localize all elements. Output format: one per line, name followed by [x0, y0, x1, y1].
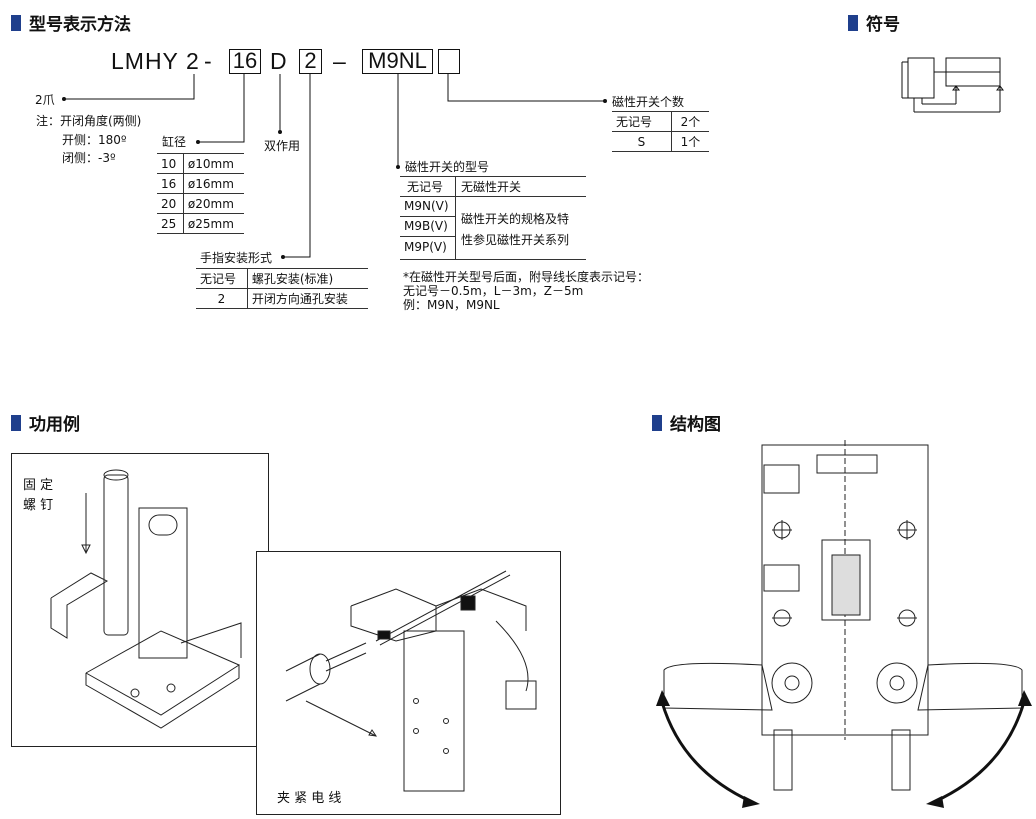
- section-title-structure: 结构图: [652, 410, 721, 435]
- model-code-dash: -: [204, 48, 212, 74]
- bore-value: ø10mm: [182, 153, 244, 174]
- model-code-bore-box: 16: [229, 49, 261, 74]
- section-marker: [11, 414, 21, 431]
- usage-label-1: 固 定: [23, 478, 54, 493]
- section-marker: [11, 14, 21, 31]
- bore-code: 16: [157, 173, 184, 194]
- switch-value: 无磁性开关: [461, 180, 522, 194]
- bore-value: ø20mm: [182, 193, 244, 214]
- bore-value: ø16mm: [182, 173, 244, 194]
- section-title-model: 型号表示方法: [11, 10, 131, 35]
- wire-clamp-illustration: [285, 570, 537, 792]
- count-table-title: 磁性开关个数: [612, 95, 685, 109]
- mount-value: 螺孔安装(标准): [246, 268, 368, 289]
- model-code-count-box: [438, 49, 460, 74]
- section-marker: [652, 414, 662, 431]
- model-code-prefix: LMHY: [111, 48, 179, 74]
- mount-table-title: 手指安装形式: [200, 251, 273, 265]
- switch-note-1: *在磁性开关型号后面，附导线长度表示记号：: [403, 270, 650, 284]
- action-label: 双作用: [264, 139, 301, 153]
- switch-code: M9P(V): [404, 240, 447, 254]
- bore-code: 10: [157, 153, 184, 174]
- switch-note-3: 例：M9N，M9NL: [403, 298, 500, 312]
- model-code-switch-box: M9NL: [362, 49, 433, 74]
- bore-table-title: 缸径: [162, 135, 187, 149]
- model-code-jaws: 2: [186, 48, 199, 74]
- jaws-note-1: 注：开闭角度(两侧): [36, 114, 142, 128]
- switch-code: 无记号: [407, 180, 444, 194]
- structure-drawing: [656, 440, 1032, 808]
- switch-code: M9B(V): [404, 219, 448, 233]
- pneumatic-symbol: [901, 57, 1004, 113]
- mount-value: 开闭方向通孔安装: [246, 288, 368, 309]
- switch-code: M9N(V): [404, 199, 449, 213]
- count-code: S: [612, 131, 672, 152]
- bore-code: 25: [157, 213, 184, 234]
- bore-value: ø25mm: [182, 213, 244, 234]
- model-code-action: D: [270, 48, 287, 74]
- switch-table: 无记号 无磁性开关 M9N(V) M9B(V) M9P(V) 磁性开关的规格及特…: [400, 176, 586, 260]
- count-code: 无记号: [612, 111, 672, 132]
- usage-label-3: 夹 紧 电 线: [277, 791, 342, 806]
- table-row: 无记号螺孔安装(标准): [196, 268, 368, 289]
- switch-spec-line-1: 磁性开关的规格及特: [461, 212, 570, 226]
- gripper-fixing-illustration: [50, 469, 242, 729]
- section-title-usage: 功用例: [11, 410, 80, 435]
- usage-frame-right: [256, 551, 561, 815]
- switch-table-title: 磁性开关的型号: [405, 160, 490, 174]
- count-value: 2个: [670, 111, 709, 132]
- section-title-text: 型号表示方法: [29, 15, 131, 35]
- jaws-note-3: 闭侧：-3º: [62, 151, 116, 165]
- section-title-text: 符号: [866, 15, 900, 35]
- mount-code: 2: [196, 288, 248, 309]
- jaws-note-2: 开侧：180º: [62, 133, 127, 147]
- count-value: 1个: [670, 131, 709, 152]
- section-title-text: 功用例: [29, 415, 80, 435]
- model-code-mount-box: 2: [299, 49, 322, 74]
- model-code-dash2: –: [333, 48, 346, 74]
- section-title-symbol: 符号: [848, 10, 900, 35]
- jaws-label: 2爪: [35, 93, 55, 107]
- mount-code: 无记号: [196, 268, 248, 289]
- section-marker: [848, 14, 858, 31]
- section-title-text: 结构图: [670, 415, 721, 435]
- bore-code: 20: [157, 193, 184, 214]
- switch-note-2: 无记号－0.5m，L－3m，Z－5m: [403, 284, 584, 298]
- usage-label-2: 螺 钉: [23, 498, 54, 513]
- switch-spec-line-2: 性参见磁性开关系列: [461, 233, 570, 247]
